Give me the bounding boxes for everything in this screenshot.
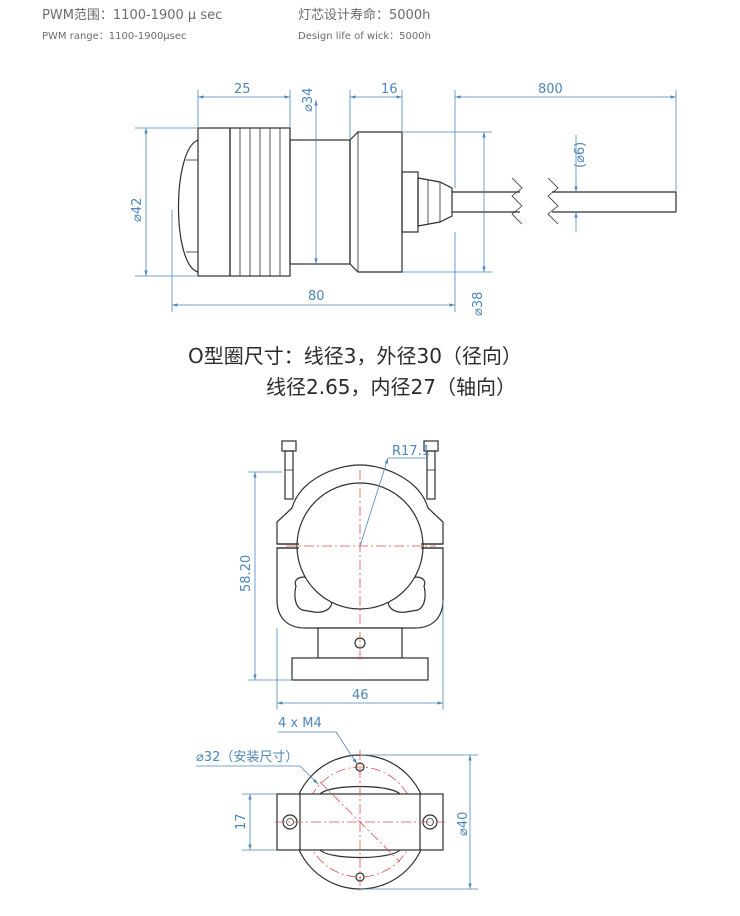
right-slot	[387, 576, 426, 613]
dim-46: 46	[352, 688, 369, 703]
dim-80: 80	[308, 289, 325, 304]
oring-caption-line2: 线径2.65，内径27（轴向）	[266, 375, 516, 399]
dim-800: 800	[538, 82, 563, 97]
dome-lens	[177, 139, 199, 273]
design-life-cn: 灯芯设计寿命：5000h	[298, 8, 431, 23]
dim-dia42: ⌀42	[130, 198, 145, 222]
top-view: 4 x M4 ⌀32（安装尺寸） 17 ⌀40	[196, 716, 478, 894]
front-view: R17.1 58.20 46	[239, 440, 444, 710]
dim-58-20: 58.20	[239, 555, 254, 592]
dim-17: 17	[234, 813, 249, 830]
break-mark-left	[511, 177, 523, 225]
left-bolt	[281, 440, 297, 500]
dim-dia34: ⌀34	[301, 88, 316, 112]
dim-dia32: ⌀32（安装尺寸）	[196, 750, 298, 765]
design-life-en: Design life of wick：5000h	[298, 31, 431, 42]
oring-caption-line1: O型圈尺寸：线径3，外径30（径向）	[188, 344, 522, 368]
dim-16: 16	[381, 82, 398, 97]
right-bolt	[423, 440, 439, 500]
base-plate	[291, 657, 429, 681]
dim-4xm4: 4 x M4	[278, 716, 322, 731]
dim-dia40: ⌀40	[456, 812, 471, 836]
dim-dia6: (⌀6)	[573, 142, 588, 168]
dim-dia38: ⌀38	[471, 292, 486, 316]
cable-gland	[401, 171, 419, 233]
dim-r17: R17.1	[392, 444, 430, 459]
side-view: 25 ⌀34 16 800 (⌀6) ⌀42 80 ⌀38	[130, 82, 677, 316]
break-mark-right	[547, 177, 559, 225]
left-slot	[294, 576, 333, 613]
pwm-range-cn: PWM范围：1100-1900 µ sec	[42, 8, 223, 23]
dim-25: 25	[234, 82, 251, 97]
front-ring	[197, 127, 231, 277]
pwm-range-en: PWM range：1100-1900µsec	[42, 31, 187, 42]
body-neck	[289, 139, 351, 265]
